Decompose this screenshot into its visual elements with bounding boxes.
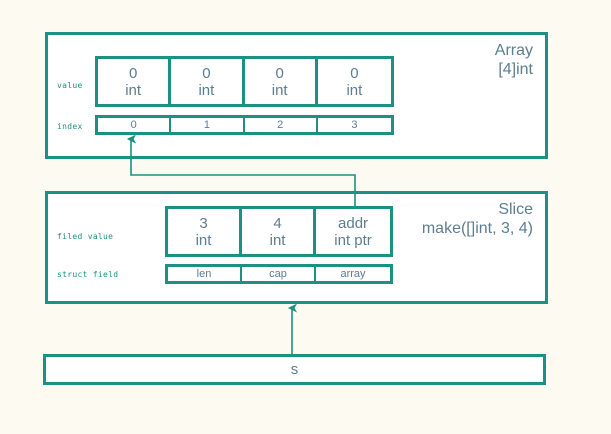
- array-index-row-label: index: [57, 122, 83, 131]
- slice-field-cell-array: array: [316, 267, 390, 281]
- array-value-cells: 0 int 0 int 0 int 0 int: [95, 56, 394, 107]
- slice-type-cap: int: [269, 231, 286, 249]
- array-type-0: int: [125, 81, 142, 99]
- array-value-0: 0: [128, 64, 138, 82]
- variable-group-box: s: [43, 354, 546, 385]
- slice-value-cell-array: addr int ptr: [316, 209, 391, 254]
- slice-value-array: addr: [338, 214, 369, 232]
- array-type-1: int: [198, 81, 215, 99]
- slice-value-cell-cap: 4 int: [242, 209, 317, 254]
- slice-field-cell-cap: cap: [242, 267, 317, 281]
- slice-value-cell-len: 3 int: [168, 209, 243, 254]
- array-value-cell-1: 0 int: [171, 59, 245, 104]
- array-type-2: int: [271, 81, 288, 99]
- variable-name-label: s: [290, 361, 299, 378]
- slice-value-row-label: filed value: [57, 232, 114, 241]
- slice-field-cell-len: len: [168, 267, 243, 281]
- slice-title-line2: make([]int, 3, 4): [421, 220, 533, 237]
- array-index-cell-0: 0: [98, 118, 172, 132]
- array-value-cell-0: 0 int: [98, 59, 172, 104]
- array-index-cell-2: 2: [244, 118, 318, 132]
- array-value-1: 0: [202, 64, 211, 82]
- array-value-2: 0: [275, 64, 284, 82]
- array-index-cell-3: 3: [317, 118, 392, 132]
- array-value-cell-3: 0 int: [317, 59, 391, 104]
- slice-type-array: int ptr: [334, 231, 372, 249]
- array-title-line1: Array: [494, 42, 533, 59]
- slice-field-cells: len cap array: [165, 264, 393, 284]
- array-value-3: 0: [350, 64, 359, 82]
- slice-group-title: Slice make([]int, 3, 4): [422, 200, 533, 238]
- slice-value-len: 3: [199, 214, 208, 232]
- slice-title-line1: Slice: [498, 201, 533, 218]
- array-group-title: Array [4]int: [495, 41, 533, 79]
- slice-type-len: int: [195, 231, 212, 249]
- array-value-cell-2: 0 int: [244, 59, 318, 104]
- slice-value-cap: 4: [273, 214, 282, 232]
- array-index-cells: 0 1 2 3: [95, 115, 394, 135]
- array-title-line2: [4]int: [498, 61, 533, 78]
- slice-value-cells: 3 int 4 int addr int ptr: [165, 206, 393, 257]
- array-index-cell-1: 1: [171, 118, 245, 132]
- array-value-row-label: value: [57, 81, 83, 90]
- array-type-3: int: [346, 81, 363, 99]
- slice-field-row-label: struct field: [57, 270, 119, 279]
